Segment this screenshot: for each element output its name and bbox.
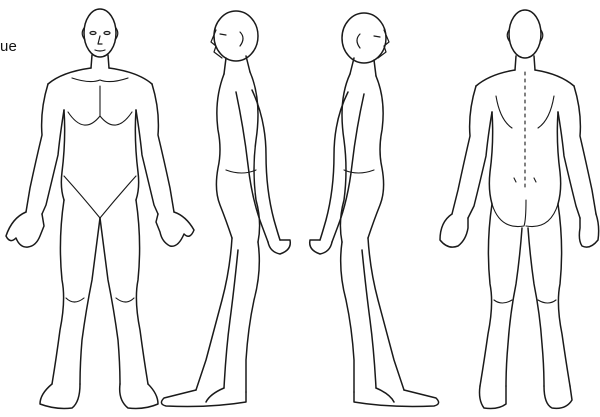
side-right-leg-front [368, 238, 404, 390]
side-right-far-foot [376, 388, 394, 402]
back-left-arm-outer [452, 86, 476, 214]
back-right-leg-inner [528, 228, 544, 386]
side-right-arm-back [320, 92, 348, 240]
front-left-leg-outer [52, 200, 64, 384]
side-right-leg-back [341, 242, 354, 392]
front-left-hand [6, 212, 44, 247]
front-right-leg-outer [136, 200, 148, 384]
front-nose [98, 36, 102, 44]
back-knee-creases [494, 300, 556, 303]
side-right-arm-front [332, 94, 364, 242]
back-left-arm-inner [468, 112, 492, 218]
back-right-leg-outer [558, 204, 570, 386]
back-right-arm-outer [574, 86, 596, 214]
front-groin [64, 176, 136, 218]
side-right-foot [354, 390, 439, 407]
side-right-eye [374, 36, 380, 37]
front-head [84, 9, 116, 57]
back-right-hand [579, 214, 598, 247]
side-right-front [368, 76, 384, 238]
back-left-leg-outer [480, 204, 492, 386]
front-collarbones [72, 78, 128, 82]
front-view-figure [6, 9, 194, 409]
side-left-eye [220, 34, 226, 35]
back-left-hand [440, 214, 468, 247]
back-buttocks [492, 200, 558, 227]
side-left-foot [161, 390, 246, 407]
back-view-figure [440, 10, 599, 409]
side-left-hip-line [226, 170, 256, 173]
side-left-ear [240, 32, 243, 46]
front-left-arm-inner [42, 110, 64, 214]
front-right-hand [156, 212, 194, 246]
side-left-arm-back [252, 90, 280, 240]
front-mouth [95, 50, 105, 51]
side-left-far-foot [206, 388, 224, 402]
front-shoulder-line [48, 68, 152, 84]
side-right-hand [310, 240, 332, 254]
left-side-view-figure [161, 11, 290, 407]
side-right-far-leg [362, 250, 376, 388]
back-left-leg-inner [506, 228, 522, 386]
side-left-head [214, 11, 258, 61]
side-right-hip-line [344, 170, 374, 173]
side-left-leg-front [196, 238, 232, 390]
front-right-arm-outer [152, 84, 174, 212]
side-left-front [216, 74, 232, 238]
front-right-foot [120, 384, 158, 409]
back-head [509, 10, 541, 58]
side-right-head [342, 13, 386, 63]
back-right-foot [544, 386, 572, 408]
side-left-hand [268, 240, 290, 254]
front-left-eye [90, 32, 96, 35]
front-left-leg-inner [80, 218, 100, 384]
side-right-ear [357, 34, 360, 48]
front-right-arm-inner [136, 110, 158, 214]
front-right-leg-inner [100, 218, 120, 384]
front-knees [66, 298, 134, 302]
side-right-face-profile [378, 30, 389, 58]
front-right-eye [104, 32, 110, 35]
side-left-leg-back [246, 242, 259, 392]
side-left-far-leg [224, 250, 238, 388]
right-side-view-figure [310, 13, 439, 407]
back-left-foot [480, 386, 507, 409]
back-right-arm-inner [558, 112, 580, 218]
side-left-arm-front [236, 92, 268, 242]
front-left-arm-outer [26, 84, 48, 212]
front-left-foot [40, 384, 80, 409]
